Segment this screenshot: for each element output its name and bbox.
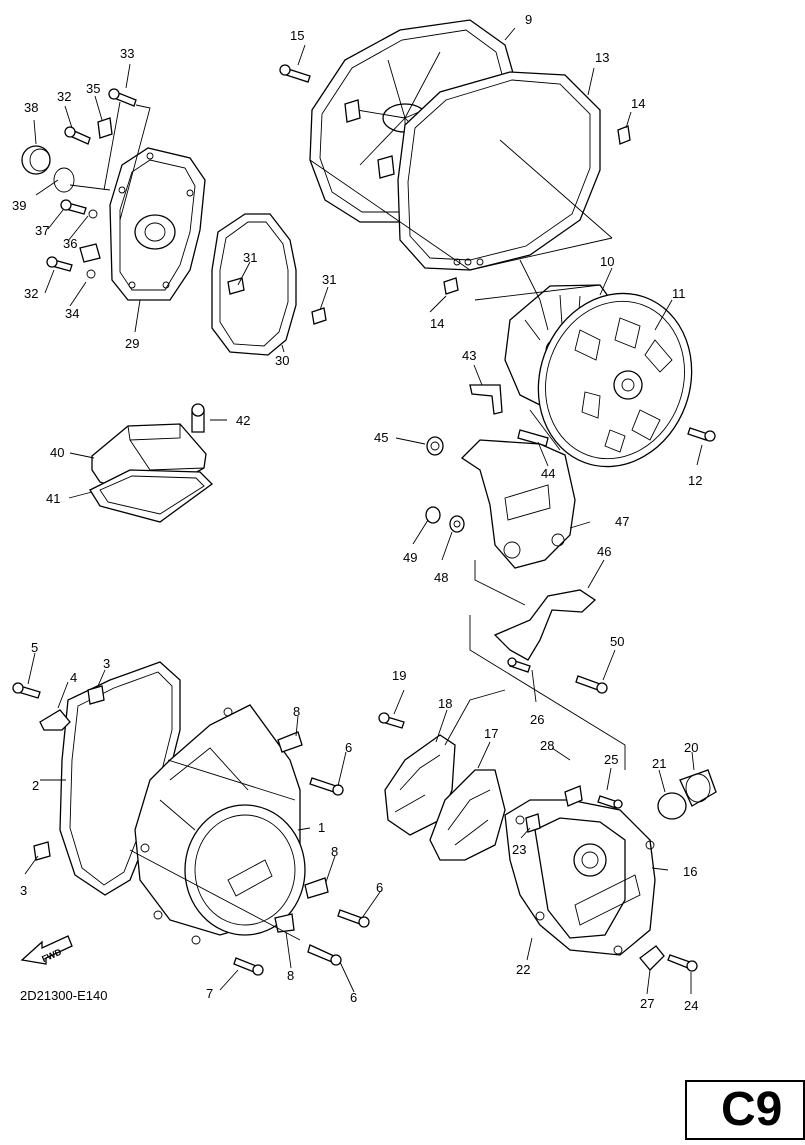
grommets-48-49 [425, 506, 465, 533]
part-label-24: 24 [684, 998, 698, 1013]
part-label-8-a: 8 [293, 704, 300, 719]
part-label-33: 33 [120, 46, 134, 61]
cover-29 [109, 147, 206, 301]
cap-20-21 [657, 769, 717, 820]
part-label-50: 50 [610, 634, 624, 649]
part-label-36: 36 [63, 236, 77, 251]
part-label-23: 23 [512, 842, 526, 857]
page-code-box: C9 [685, 1080, 805, 1140]
diagram-code: 2D21300-E140 [20, 988, 107, 1003]
fwd-arrow-icon: FWD [20, 935, 73, 965]
page-code: C9 [721, 1083, 783, 1136]
part-label-31-left: 31 [243, 250, 257, 265]
part-label-48: 48 [434, 570, 448, 585]
part-label-32-bottom: 32 [24, 286, 38, 301]
cap-38 [21, 145, 75, 193]
part-label-5: 5 [31, 640, 38, 655]
part-label-29: 29 [125, 336, 139, 351]
part-label-14-bottom: 14 [430, 316, 444, 331]
part-label-28: 28 [540, 738, 554, 753]
part-label-6-a: 6 [345, 740, 352, 755]
part-label-14-right: 14 [631, 96, 645, 111]
part-label-26: 26 [530, 712, 544, 727]
part-label-8-b: 8 [331, 844, 338, 859]
part-label-10: 10 [600, 254, 614, 269]
part-label-7: 7 [206, 986, 213, 1001]
part-label-18: 18 [438, 696, 452, 711]
bolts-6-7-8 [233, 731, 370, 976]
part-label-34: 34 [65, 306, 79, 321]
part-label-25: 25 [604, 752, 618, 767]
cover-17 [429, 769, 506, 861]
part-label-30: 30 [275, 353, 289, 368]
part-label-31-right: 31 [322, 272, 336, 287]
cover-11 [537, 292, 693, 468]
part-label-42: 42 [236, 413, 250, 428]
part-label-11: 11 [672, 286, 686, 301]
part-label-1: 1 [318, 820, 325, 835]
bracket-43 [469, 384, 503, 415]
part-label-44: 44 [541, 466, 555, 481]
part-label-40: 40 [50, 445, 64, 460]
leader-lines [24, 27, 703, 995]
part-label-45: 45 [374, 430, 388, 445]
part-label-46: 46 [597, 544, 611, 559]
bracket-46 [493, 589, 597, 661]
gasket-13 [397, 71, 601, 271]
part-label-35: 35 [86, 81, 100, 96]
part-label-43: 43 [462, 348, 476, 363]
part-label-6-c: 6 [350, 990, 357, 1005]
part-label-2: 2 [32, 778, 39, 793]
part-labels: 1 2 3 3 4 5 6 6 6 7 8 8 8 9 10 11 12 13 … [12, 12, 702, 1013]
cover-16-22 [504, 799, 656, 956]
gasket-30 [211, 213, 327, 356]
part-label-32-top: 32 [57, 89, 71, 104]
part-label-39: 39 [12, 198, 26, 213]
part-label-22: 22 [516, 962, 530, 977]
part-label-41: 41 [46, 491, 60, 506]
part-label-12: 12 [688, 473, 702, 488]
part-label-9: 9 [525, 12, 532, 27]
part-label-27: 27 [640, 996, 654, 1011]
part-label-6-b: 6 [376, 880, 383, 895]
part-label-47: 47 [615, 514, 629, 529]
small-bolts-upper-left [46, 88, 137, 279]
part-label-13: 13 [595, 50, 609, 65]
part-label-20: 20 [684, 740, 698, 755]
grommet-45 [426, 436, 444, 456]
part-label-3-left: 3 [20, 883, 27, 898]
sprocket-cover-47 [460, 439, 576, 569]
part-label-8-c: 8 [287, 968, 294, 983]
part-label-17: 17 [484, 726, 498, 741]
part-label-3-top: 3 [103, 656, 110, 671]
exploded-parts-diagram: FWD 1 2 3 3 4 5 6 6 6 7 8 8 8 9 10 11 12… [12, 12, 717, 1013]
cover-18 [384, 734, 456, 836]
part-label-4: 4 [70, 670, 77, 685]
part-label-21: 21 [652, 756, 666, 771]
part-label-37: 37 [35, 223, 49, 238]
part-label-49: 49 [403, 550, 417, 565]
part-label-19: 19 [392, 668, 406, 683]
gasket-41 [89, 469, 213, 523]
part-label-16: 16 [683, 864, 697, 879]
part-label-38: 38 [24, 100, 38, 115]
part-label-15: 15 [290, 28, 304, 43]
